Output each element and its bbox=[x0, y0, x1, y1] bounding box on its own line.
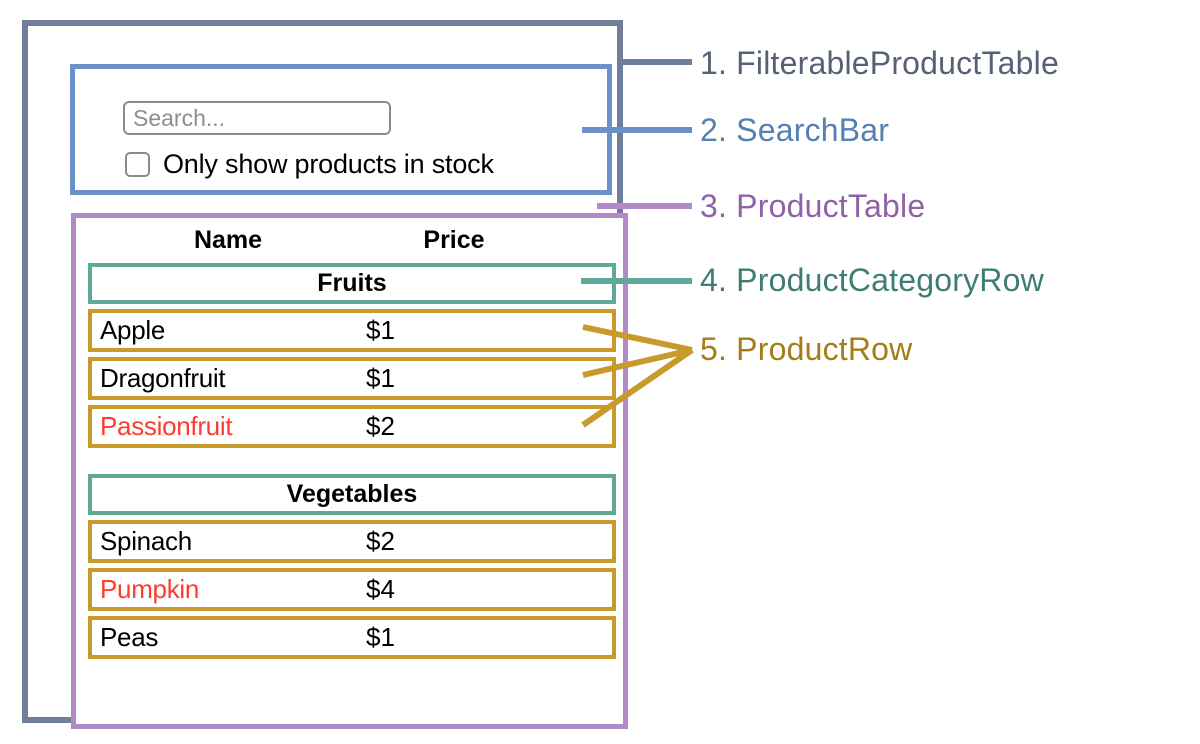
product-name: Pumpkin bbox=[100, 574, 200, 604]
product-table-body: Name Price Fruits Apple $1 Dragonfruit $… bbox=[88, 218, 616, 664]
column-header-price: Price bbox=[423, 226, 485, 254]
product-row[interactable]: Dragonfruit $1 bbox=[88, 357, 616, 400]
product-name: Passionfruit bbox=[100, 411, 233, 441]
callout-label-search-bar: 2. SearchBar bbox=[700, 112, 890, 148]
only-in-stock-label: Only show products in stock bbox=[163, 149, 494, 179]
product-category-row: Vegetables bbox=[88, 474, 616, 515]
callout-label-product-row: 5. ProductRow bbox=[700, 331, 913, 367]
callout-label-product-table: 3. ProductTable bbox=[700, 188, 926, 224]
category-group-spacer bbox=[88, 453, 616, 474]
product-row[interactable]: Apple $1 bbox=[88, 309, 616, 352]
product-table-container: Name Price Fruits Apple $1 Dragonfruit $… bbox=[71, 213, 628, 729]
product-price: $1 bbox=[366, 363, 395, 393]
in-stock-filter-row[interactable]: Only show products in stock bbox=[125, 149, 494, 180]
product-price: $2 bbox=[366, 526, 395, 556]
product-price: $1 bbox=[366, 622, 395, 652]
search-input[interactable] bbox=[123, 101, 391, 135]
filterable-product-table-container: Only show products in stock Name Price F… bbox=[22, 20, 628, 729]
only-in-stock-checkbox[interactable] bbox=[125, 152, 150, 177]
product-name: Peas bbox=[100, 622, 159, 652]
product-category-row: Fruits bbox=[88, 263, 616, 304]
search-bar-container: Only show products in stock bbox=[70, 64, 612, 195]
product-row[interactable]: Spinach $2 bbox=[88, 520, 616, 563]
column-header-name: Name bbox=[193, 226, 263, 254]
product-row[interactable]: Peas $1 bbox=[88, 616, 616, 659]
product-price: $4 bbox=[366, 574, 395, 604]
product-name: Apple bbox=[100, 315, 165, 345]
product-name: Spinach bbox=[100, 526, 192, 556]
product-row[interactable]: Pumpkin $4 bbox=[88, 568, 616, 611]
product-price: $1 bbox=[366, 315, 395, 345]
callout-label-filterable-product-table: 1. FilterableProductTable bbox=[700, 45, 1059, 81]
product-name: Dragonfruit bbox=[100, 363, 226, 393]
callout-label-product-category-row: 4. ProductCategoryRow bbox=[700, 262, 1044, 298]
product-row[interactable]: Passionfruit $2 bbox=[88, 405, 616, 448]
product-price: $2 bbox=[366, 411, 395, 441]
product-table-header-row: Name Price bbox=[88, 218, 616, 263]
